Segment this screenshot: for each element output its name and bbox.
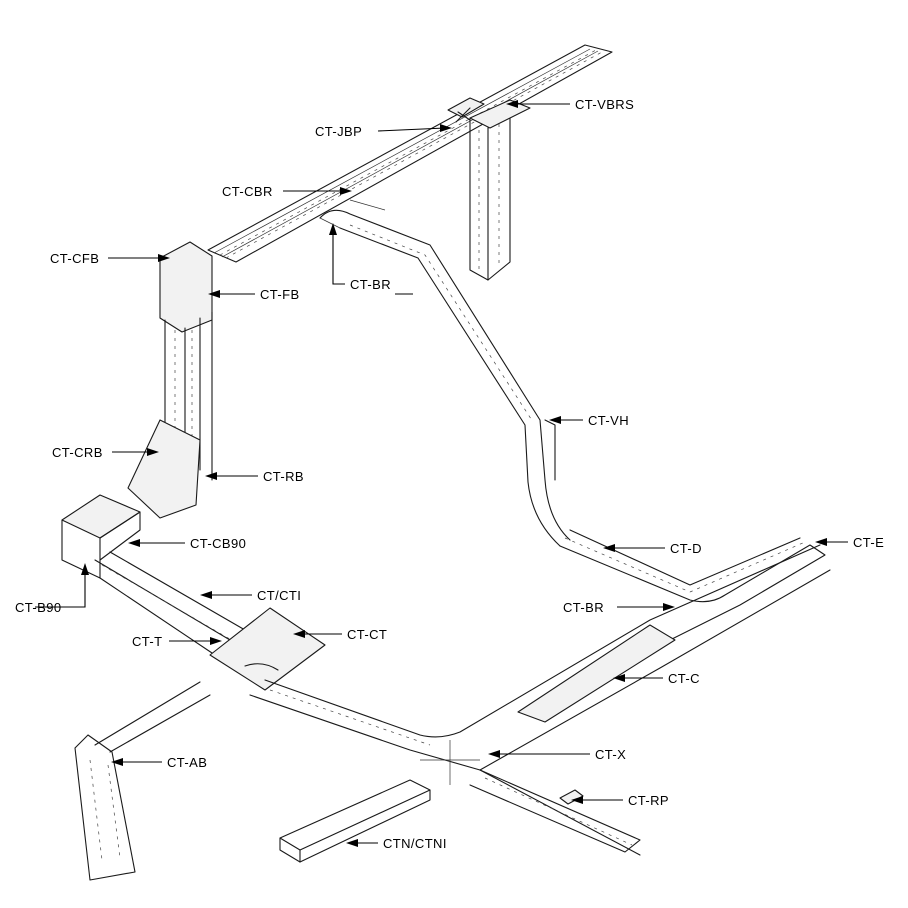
label-ctn-ctni: CTN/CTNI — [383, 836, 447, 851]
tray-lower-run — [249, 544, 831, 856]
tray-vertical-drop — [469, 99, 531, 281]
label-ct-vh: CT-VH — [588, 413, 629, 428]
tray-channel — [279, 779, 431, 863]
tray-left-horizontal — [61, 494, 246, 656]
label-ct-ct: CT-CT — [347, 627, 387, 642]
tray-right-lower — [469, 769, 641, 853]
label-ct-cbr: CT-CBR — [222, 184, 273, 199]
label-ct-e: CT-E — [853, 535, 884, 550]
label-ct-br-top: CT-BR — [350, 277, 391, 292]
label-ct-d: CT-D — [670, 541, 702, 556]
label-ct-fb: CT-FB — [260, 287, 300, 302]
label-ct-rb: CT-RB — [263, 469, 304, 484]
label-ct-t: CT-T — [132, 634, 162, 649]
label-ct-c: CT-C — [668, 671, 700, 686]
callout-labels: CT-VBRS CT-JBP CT-CBR CT-CFB CT-FB CT-BR… — [15, 97, 884, 851]
tray-drawing — [61, 44, 831, 881]
label-ct-cfb: CT-CFB — [50, 251, 99, 266]
tray-left-descend — [74, 681, 211, 881]
label-ct-jbp: CT-JBP — [315, 124, 362, 139]
label-ct-br-right: CT-BR — [563, 600, 604, 615]
tray-tee — [209, 607, 326, 691]
tray-top-run — [207, 44, 613, 263]
label-ct-crb: CT-CRB — [52, 445, 103, 460]
label-ct-rp: CT-RP — [628, 793, 669, 808]
label-ct-vbrs: CT-VBRS — [575, 97, 634, 112]
tray-diagonal-run — [319, 199, 571, 547]
tray-left-vertical — [127, 241, 213, 519]
label-ct-cb90: CT-CB90 — [190, 536, 246, 551]
label-ct-x: CT-X — [595, 747, 626, 762]
callout-leaders — [35, 100, 848, 847]
label-ct-ab: CT-AB — [167, 755, 207, 770]
label-ct-b90: CT-B90 — [15, 600, 61, 615]
label-ct-cti: CT/CTI — [257, 588, 301, 603]
